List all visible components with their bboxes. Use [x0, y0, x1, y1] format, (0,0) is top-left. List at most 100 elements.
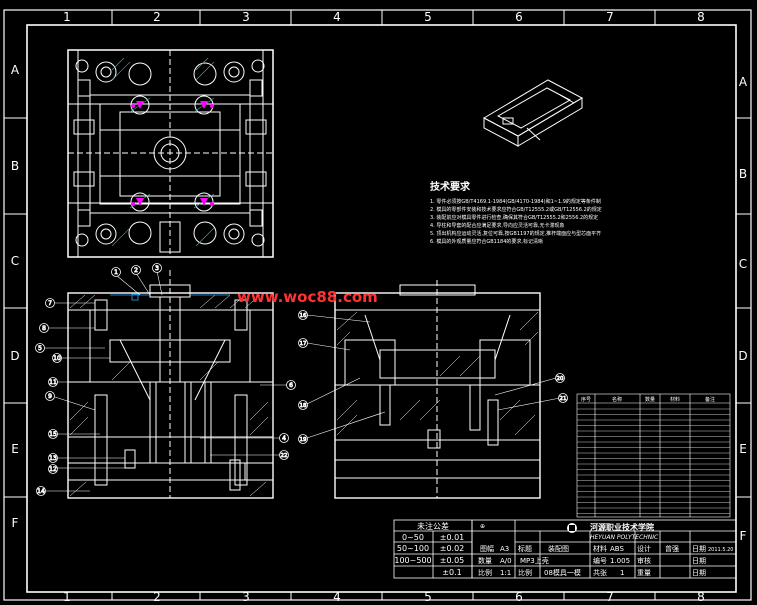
- mold-left-section-accent: [110, 293, 230, 301]
- col-label: 6: [515, 590, 523, 604]
- balloon-number: 4: [282, 435, 286, 442]
- balloon: [298, 338, 308, 348]
- balloon: [286, 380, 296, 390]
- balloon: [131, 265, 141, 275]
- parts-header-cell: 序号: [581, 396, 591, 403]
- technical-requirements: 技术要求 1. 零件必须按GB/T4169.1-1984(GB/4170-198…: [430, 180, 602, 245]
- mold-right-section-view[interactable]: [334, 280, 541, 499]
- balloon-number: 11: [49, 379, 57, 386]
- paper-size-value: A3: [500, 545, 509, 553]
- row-label: E: [739, 442, 747, 456]
- balloon: [45, 298, 55, 308]
- parts-header-cell: 材料: [670, 396, 680, 403]
- balloon-number: 17: [300, 341, 307, 347]
- tolerance-value: ±0.05: [440, 556, 465, 565]
- tech-req-line: 4. 导柱和导套的配合应满足要求,导向应灵活可靠,无卡滞现象: [430, 222, 565, 229]
- balloon: [152, 263, 162, 273]
- logo-icon: [567, 523, 577, 533]
- parts-list-table[interactable]: [576, 393, 731, 518]
- tolerance-range: 50~100: [397, 544, 429, 553]
- mold-top-view[interactable]: [67, 49, 274, 258]
- scale-label: 比例: [518, 568, 532, 577]
- balloon: [298, 310, 308, 320]
- balloon-number: 5: [38, 345, 42, 352]
- balloon: [111, 267, 121, 277]
- parts-header-cell: 数量: [645, 396, 655, 403]
- balloon: [36, 486, 46, 496]
- balloon-number: 3: [155, 265, 159, 272]
- tech-req-line: 5. 顶出机构应运动灵活,复位可靠,按GB1197的规定,推杆端面应与型芯面平齐: [430, 230, 601, 237]
- balloon: [279, 433, 289, 443]
- balloon-number: 9: [48, 393, 52, 400]
- parts-list-rows: [577, 408, 730, 514]
- balloon-number: 19: [300, 437, 307, 443]
- tolerance-value: ±0.02: [440, 544, 465, 553]
- balloon-number: 16: [300, 313, 307, 319]
- row-label: C: [739, 257, 747, 271]
- date-value: 2011.5.20: [708, 547, 733, 553]
- ratio-label: 比例: [478, 568, 492, 577]
- col-label: 2: [153, 590, 161, 604]
- drawing-border: [3, 9, 752, 601]
- parts-header-cell: 名称: [612, 396, 622, 403]
- col-label: 5: [424, 590, 432, 604]
- row-label: F: [740, 529, 747, 543]
- balloon-number: 12: [49, 466, 57, 473]
- border-column-labels: 1 2 3 4 5 6 7 8 1 2 3 4 5 6 7 8: [63, 10, 705, 604]
- balloon: [39, 323, 49, 333]
- row-label: A: [739, 75, 748, 89]
- product-isometric-view[interactable]: [482, 79, 584, 147]
- balloon-number: 20: [557, 376, 564, 382]
- title-block-text: ⊕ 河源职业技术学院 HEYUAN POLYTECHNIC 图幅 A3 标题 装…: [478, 522, 733, 577]
- mold-left-section-view[interactable]: [67, 270, 274, 499]
- balloon-number: 15: [49, 431, 57, 438]
- border-row-labels: A B C D E F A B C D E F: [10, 63, 748, 543]
- row-label: C: [11, 254, 19, 268]
- balloon-number: 6: [289, 382, 293, 389]
- balloon: [298, 434, 308, 444]
- school-name-cn: 河源职业技术学院: [590, 522, 654, 532]
- tech-req-heading: 技术要求: [430, 180, 471, 193]
- material-label: 材料: [593, 544, 607, 553]
- balloon-number: 22: [281, 453, 288, 459]
- row-label: A: [11, 63, 20, 77]
- title-block[interactable]: [471, 519, 737, 579]
- balloon-number: 21: [560, 396, 567, 402]
- tolerance-value: ±0.01: [440, 533, 465, 542]
- tech-req-line: 6. 模具的外观质量应符合GB1184的要求,标记清晰: [430, 238, 543, 245]
- symbol-label: ⊕: [480, 523, 485, 530]
- balloon-number: 14: [37, 488, 45, 495]
- balloon-number: 7: [48, 300, 52, 307]
- sheet-label: 共张: [593, 568, 607, 577]
- designer-value: 曾强: [665, 544, 679, 553]
- col-label: 8: [697, 10, 705, 24]
- checker-label: 审核: [637, 556, 651, 565]
- parts-list-header: 序号 名称 数量 材料 备注: [581, 396, 715, 403]
- balloon-leaders-right: [280, 314, 561, 456]
- sheet-value: 1: [620, 569, 624, 577]
- code-value: 1.005: [610, 557, 630, 565]
- balloon-number: 1: [114, 269, 118, 276]
- code-label: 编号: [593, 556, 607, 565]
- col-label: 1: [63, 10, 71, 24]
- date3-label: 日期: [692, 569, 706, 577]
- drawing-label: 标题: [518, 544, 532, 553]
- product-name: MP3上壳: [520, 556, 549, 565]
- mold-left-section-hatch: [69, 294, 269, 497]
- parts-header-cell: 备注: [705, 396, 715, 403]
- ratio-value: 1:1: [500, 569, 511, 577]
- mold-top-view-hatch: [111, 57, 215, 247]
- watermark-text: www.woc88.com: [237, 288, 378, 306]
- tolerance-range: 100~500: [394, 556, 431, 565]
- balloon: [48, 377, 58, 387]
- paper-size-label: 图幅: [480, 544, 494, 553]
- col-label: 8: [697, 590, 705, 604]
- col-label: 7: [606, 590, 614, 604]
- school-name-en: HEYUAN POLYTECHNIC: [590, 534, 659, 541]
- balloon: [48, 453, 58, 463]
- tech-req-line: 2. 模具的零部件安装和技术要求应符合GB/T12555.2或GB/T12556…: [430, 206, 602, 213]
- tolerance-table-text: 未注公差 0~50 ±0.01 50~100 ±0.02 100~500 ±0.…: [394, 521, 464, 577]
- balloon: [298, 400, 308, 410]
